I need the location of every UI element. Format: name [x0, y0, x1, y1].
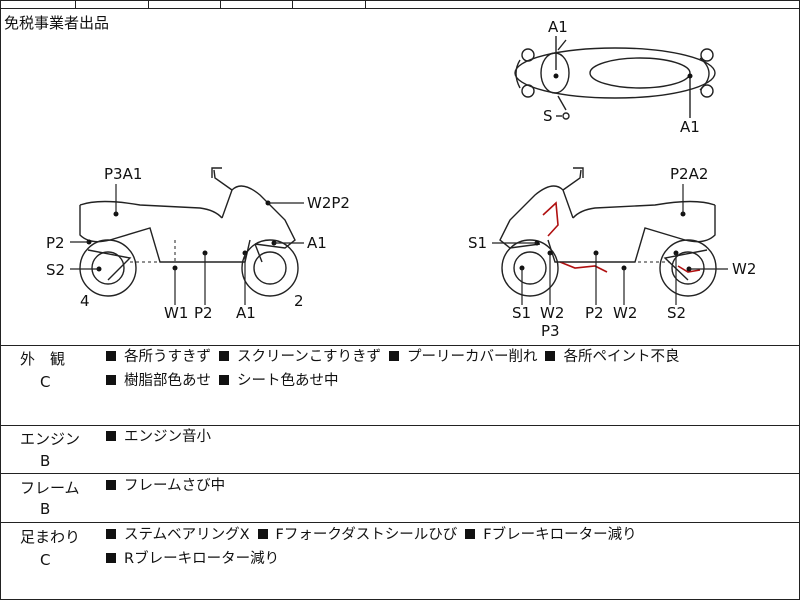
exterior-item: 各所うすきず	[106, 345, 211, 369]
bullet-square-icon	[219, 375, 229, 385]
right-label-bottom-1: S1	[512, 304, 531, 322]
damage-diagram: A1 A1 S P3A1 W2P2 A1 P2 S2 4	[46, 18, 756, 340]
section-engine-items: エンジン音小	[106, 425, 786, 449]
bullet-square-icon	[545, 351, 556, 361]
top-label-front: A1	[548, 18, 568, 36]
section-divider	[0, 473, 800, 474]
top-label-rear: A1	[680, 118, 700, 136]
exterior-item: シート色あせ中	[219, 369, 339, 393]
suspension-item: ステムベアリングX	[106, 523, 250, 547]
right-side-scooter	[499, 167, 717, 297]
frame-item: フレームさび中	[106, 474, 225, 498]
suspension-item: Rブレーキローター減り	[106, 547, 279, 571]
section-divider	[0, 522, 800, 523]
bullet-square-icon	[106, 553, 116, 563]
section-frame-title: フレーム	[20, 479, 80, 497]
bullet-square-icon	[257, 529, 268, 539]
left-label-left-upper: P2	[46, 234, 65, 252]
left-label-bottom-1: W1	[164, 304, 188, 322]
section-frame-items: フレームさび中	[106, 474, 786, 498]
suspension-item: Fフォークダストシールひび	[257, 523, 457, 547]
left-label-right-upper: W2P2	[307, 194, 350, 212]
section-frame-grade: B	[40, 500, 51, 518]
engine-item: エンジン音小	[106, 425, 211, 449]
right-label-bottom-3: P2	[585, 304, 604, 322]
bullet-square-icon	[106, 431, 116, 441]
section-exterior-title: 外 観	[20, 350, 66, 368]
top-label-side: S	[543, 107, 553, 125]
right-label-bottom-2b: P3	[541, 322, 560, 340]
bullet-square-icon	[388, 351, 399, 361]
bullet-square-icon	[106, 375, 116, 385]
section-engine-grade: B	[40, 452, 51, 470]
suspension-item: Fブレーキローター減り	[465, 523, 637, 547]
exterior-item: プーリーカバー削れ	[388, 345, 537, 369]
left-side-scooter	[79, 167, 299, 297]
bullet-square-icon	[465, 529, 476, 539]
section-exterior-grade: C	[40, 373, 51, 391]
tax-exempt-notice: 免税事業者出品	[4, 14, 110, 32]
bullet-square-icon	[219, 351, 229, 361]
section-suspension-items: ステムベアリングX Fフォークダストシールひび Fブレーキローター減り Rブレーキロー…	[106, 523, 796, 571]
exterior-item: スクリーンこすりきず	[219, 345, 381, 369]
bullet-square-icon	[106, 529, 116, 539]
right-label-left: S1	[468, 234, 487, 252]
top-view-scooter	[514, 36, 716, 120]
left-label-num-rear: 4	[80, 292, 90, 310]
right-label-bottom-4: W2	[613, 304, 637, 322]
section-divider	[0, 425, 800, 426]
right-label-right: W2	[732, 260, 756, 278]
left-label-bottom-3: A1	[236, 304, 256, 322]
section-divider	[0, 345, 800, 346]
section-exterior-items: 各所うすきずスクリーンこすりきずプーリーカバー削れ各所ペイント不良樹脂部色あせシ…	[106, 345, 786, 393]
bullet-square-icon	[106, 480, 116, 490]
left-label-bottom-2: P2	[194, 304, 213, 322]
section-suspension-title: 足まわり	[20, 528, 81, 546]
right-label-bottom-5: S2	[667, 304, 686, 322]
left-label-top: P3A1	[104, 165, 142, 183]
bullet-square-icon	[106, 351, 116, 361]
right-label-bottom-2: W2	[540, 304, 564, 322]
section-suspension-grade: C	[40, 551, 51, 569]
left-label-left-lower: S2	[46, 261, 65, 279]
top-strip	[0, 0, 800, 9]
exterior-item: 樹脂部色あせ	[106, 369, 211, 393]
left-label-right-lower: A1	[307, 234, 327, 252]
exterior-item: 各所ペイント不良	[545, 345, 679, 369]
right-label-top: P2A2	[670, 165, 708, 183]
section-engine-title: エンジン	[20, 430, 81, 448]
left-label-num-front: 2	[294, 292, 304, 310]
